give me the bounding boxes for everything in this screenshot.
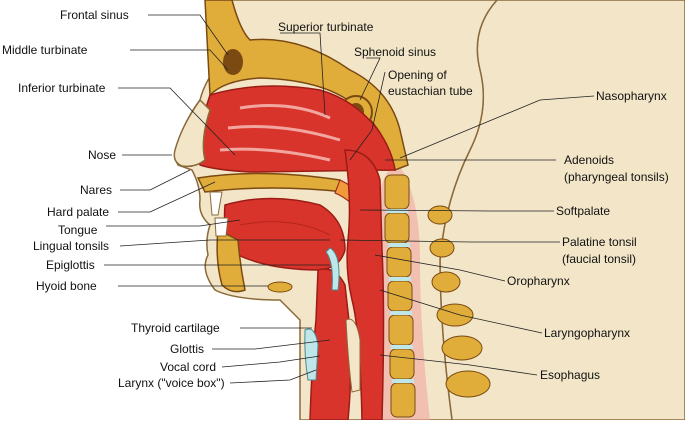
label-softpalate: Softpalate (556, 204, 610, 218)
label-esophagus: Esophagus (540, 368, 600, 382)
label-glottis: Glottis (170, 342, 204, 356)
label-opening-line2: eustachian tube (388, 84, 473, 98)
label-adenoids-line1: Adenoids (564, 153, 614, 167)
pharynx-column (344, 149, 385, 421)
label-vocal-cord: Vocal cord (160, 360, 216, 374)
label-opening-line1: Opening of (388, 68, 447, 82)
label-frontal-sinus: Frontal sinus (60, 8, 129, 22)
label-tongue: Tongue (58, 223, 98, 237)
label-thyroid-cartilage: Thyroid cartilage (131, 321, 220, 335)
label-laryngopharynx: Laryngopharynx (544, 326, 630, 340)
label-sphenoid-sinus: Sphenoid sinus (354, 45, 436, 59)
label-nasopharynx: Nasopharynx (596, 89, 667, 103)
label-palatine-line2: (faucial tonsil) (562, 252, 636, 266)
nose-shape (173, 98, 211, 168)
mandible (216, 228, 246, 293)
spinous-processes (427, 205, 491, 398)
epiglottis-shape (325, 247, 340, 291)
label-superior-turbinate: Superior turbinate (278, 20, 374, 34)
label-larynx: Larynx ("voice box") (118, 376, 225, 390)
label-palatine-line1: Palatine tonsil (562, 235, 637, 249)
thyroid-cartilage-shape (304, 328, 319, 381)
leader-lines (104, 14, 595, 384)
frontal-sinus-shape (223, 49, 243, 75)
label-nose: Nose (88, 148, 116, 162)
label-lingual-tonsils: Lingual tonsils (33, 239, 109, 253)
label-nares: Nares (80, 183, 112, 197)
label-middle-turbinate: Middle turbinate (2, 43, 88, 57)
label-inferior-turbinate: Inferior turbinate (18, 81, 106, 95)
hyoid-bone-shape (267, 281, 293, 293)
label-epiglottis: Epiglottis (46, 258, 95, 272)
label-adenoids-line2: (pharyngeal tonsils) (564, 170, 669, 184)
label-oropharynx: Oropharynx (507, 274, 570, 288)
label-hyoid-bone: Hyoid bone (36, 279, 97, 293)
label-hard-palate: Hard palate (47, 205, 109, 219)
